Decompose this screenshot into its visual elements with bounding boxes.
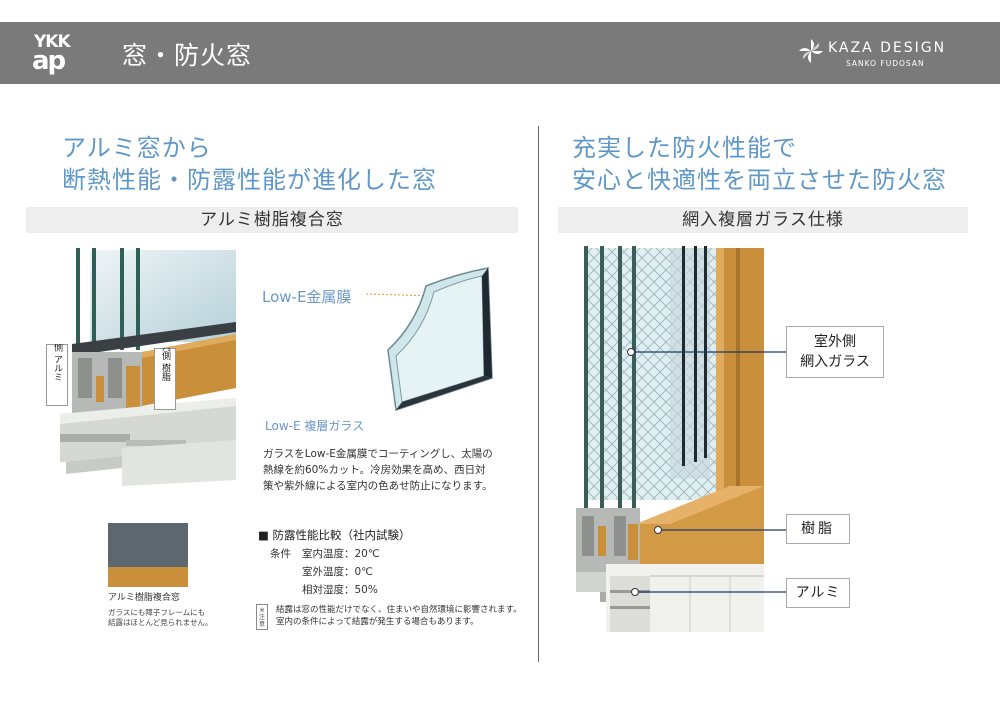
center-divider	[538, 126, 539, 662]
right-headline-line2: 安心と快適性を両立させた防火窓	[572, 166, 947, 194]
partner-name: KAZA DESIGN	[828, 40, 947, 56]
low-e-glass-illustration	[366, 267, 493, 411]
glass-desc-line2: 熱線を約60%カット。冷房効果を高め、西日対	[263, 464, 486, 476]
callout-leader-lines	[634, 351, 786, 593]
callout-glass-line2: 網入ガラス	[800, 354, 870, 370]
condition-indoor-temp: 室内温度：20℃	[302, 548, 380, 560]
low-e-glass-label: Low-E 複層ガラス	[265, 419, 365, 433]
label-indoor-resin: 室内側 樹脂	[154, 348, 176, 410]
callout-glass-line1: 室外側	[814, 334, 856, 350]
right-section-title: 網入複層ガラス仕様	[558, 207, 968, 233]
label-indoor-text: 室内側 樹脂	[160, 348, 171, 382]
label-outdoor-alumi: 室外側 アルミ	[46, 344, 68, 406]
callout-resin: 樹脂	[786, 514, 850, 544]
kaza-design-logo: KAZA DESIGN SANKO FUDOSAN	[798, 38, 978, 70]
low-e-film-label: Low-E金属膜	[262, 288, 352, 306]
logo-text-ykk: YKK	[34, 32, 71, 52]
glass-desc-line3: 策や紫外線による室内の色あせ防止になります。	[263, 480, 493, 492]
note-text: 結露は窓の性能だけでなく、住まいや自然環境に影響されます。 室内の条件によって結…	[276, 604, 522, 628]
left-headline-line1: アルミ窓から	[62, 134, 212, 162]
condition-outdoor-temp: 室外温度：0℃	[302, 566, 373, 578]
left-headline: アルミ窓から 断熱性能・防露性能が進化した窓	[62, 132, 437, 196]
swatch-desc-line2: 結露はほとんど見られません。	[108, 618, 213, 627]
condition-label: 条件	[270, 548, 291, 560]
note-mark: ※注意	[256, 604, 268, 630]
condition-humidity: 相対湿度：50%	[302, 584, 378, 596]
comparison-title: ■ 防露性能比較（社内試験）	[258, 528, 411, 542]
left-headline-line2: 断熱性能・防露性能が進化した窓	[62, 166, 437, 194]
header-bar: YKK ap 窓・防火窓 KAZA DESIGN SANKO FUDOSAN	[0, 22, 1000, 84]
swatch-glass-area	[108, 523, 188, 567]
callout-alumi: アルミ	[786, 578, 850, 608]
note-line1: 結露は窓の性能だけでなく、住まいや自然環境に影響されます。	[276, 605, 522, 615]
left-section-title: アルミ樹脂複合窓	[26, 207, 518, 233]
note-line2: 室内の条件によって結露が発生する場合もあります。	[276, 617, 479, 627]
partner-sub: SANKO FUDOSAN	[846, 59, 925, 68]
swatch-frame-area	[108, 567, 188, 587]
swatch-description: ガラスにも障子フレームにも 結露はほとんど見られません。	[108, 608, 213, 628]
right-headline: 充実した防火性能で 安心と快適性を両立させた防火窓	[572, 132, 947, 196]
fireproof-window-illustration	[576, 246, 764, 632]
composite-window-swatch	[108, 523, 188, 587]
ykk-ap-logo: YKK ap	[32, 32, 76, 76]
swatch-label: アルミ樹脂複合窓	[108, 593, 180, 603]
right-headline-line1: 充実した防火性能で	[572, 134, 797, 162]
logo-text-ap: ap	[32, 46, 66, 76]
page-title: 窓・防火窓	[122, 41, 253, 70]
swatch-desc-line1: ガラスにも障子フレームにも	[108, 608, 206, 617]
label-outdoor-text: 室外側 アルミ	[52, 344, 63, 381]
composite-window-illustration	[60, 248, 236, 486]
glass-description: ガラスをLow-E金属膜でコーティングし、太陽の 熱線を約60%カット。冷房効果…	[263, 446, 533, 494]
kaza-flower-icon	[799, 39, 823, 63]
callout-outdoor-wired-glass: 室外側 網入ガラス	[786, 326, 884, 378]
glass-desc-line1: ガラスをLow-E金属膜でコーティングし、太陽の	[263, 448, 493, 460]
